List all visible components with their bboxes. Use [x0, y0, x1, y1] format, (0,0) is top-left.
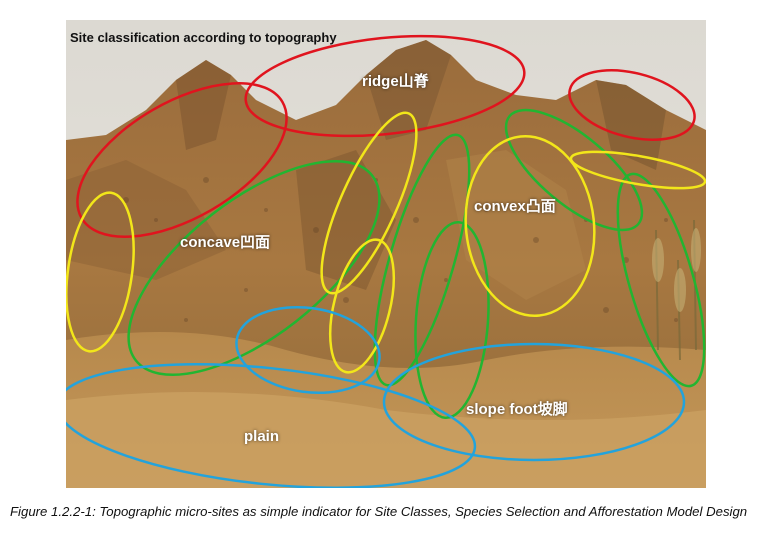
- plain-ellipse: [66, 363, 477, 488]
- concave-ellipse-left: [127, 159, 381, 377]
- ridge-ellipse-right: [568, 69, 696, 141]
- convex-ellipse-right: [464, 134, 596, 318]
- figure-caption: Figure 1.2.2-1: Topographic micro-sites …: [10, 504, 748, 519]
- concave-ellipse-right: [616, 172, 706, 388]
- convex-ellipse-lower: [328, 238, 396, 374]
- slope-foot-ellipse-left: [235, 305, 381, 395]
- figure-title: Site classification according to topogra…: [70, 30, 337, 45]
- convex-label: convex凸面: [474, 198, 556, 215]
- concave-ellipse-mid: [414, 220, 490, 420]
- convex-ellipse-far-left: [66, 191, 135, 353]
- ridge-ellipse-center: [244, 34, 526, 138]
- concave-ellipse-upper-right: [504, 108, 644, 232]
- convex-ellipse-far-right: [569, 150, 706, 190]
- concave-label: concave凹面: [180, 234, 271, 251]
- concave-ellipse-center: [373, 133, 471, 387]
- topography-figure: Site classification according to topogra…: [66, 20, 706, 488]
- hillside-photo: [66, 20, 706, 488]
- slope-foot-label: slope foot坡脚: [466, 401, 568, 418]
- ridge-label: ridge山脊: [362, 73, 429, 90]
- convex-ellipse-center: [320, 111, 418, 295]
- plain-label: plain: [244, 428, 280, 445]
- slope-foot-ellipse-right: [382, 342, 686, 462]
